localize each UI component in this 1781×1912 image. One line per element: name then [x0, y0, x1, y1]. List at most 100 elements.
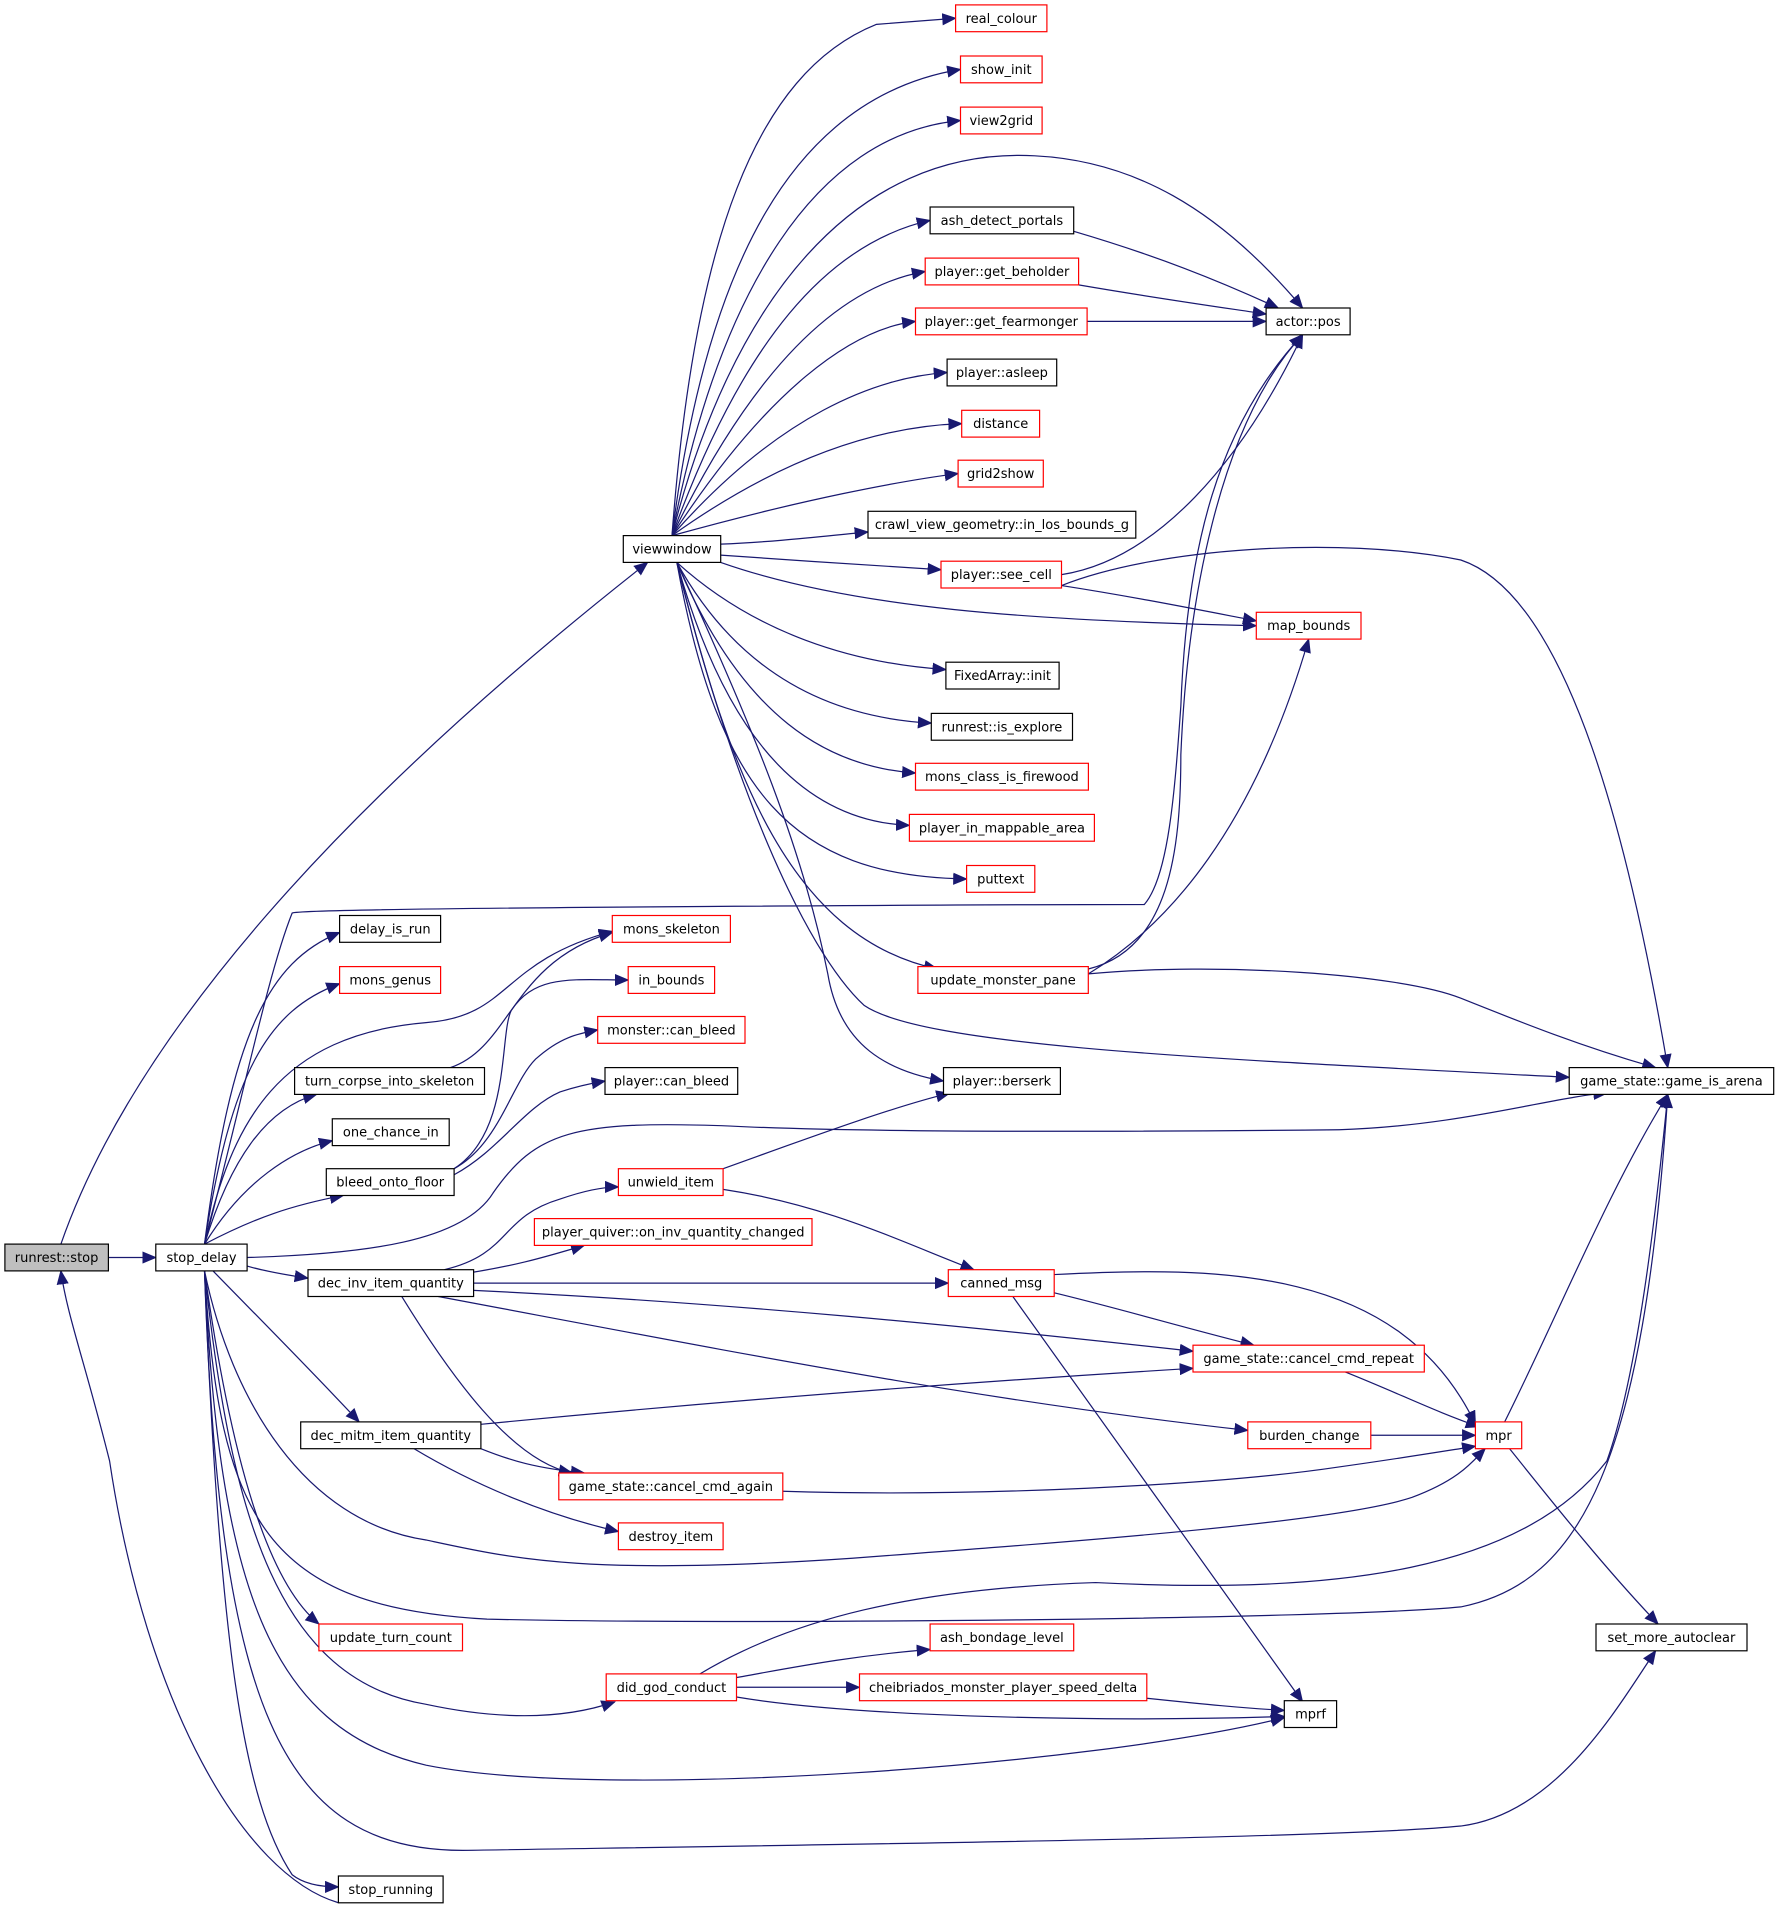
- edge-viewwindow-to-puttext: [676, 562, 968, 885]
- node-runrest_stop[interactable]: runrest::stop: [4, 1243, 110, 1272]
- edge-viewwindow-to-game_is_arena: [676, 562, 1571, 1083]
- node-bleed_onto_floor[interactable]: bleed_onto_floor: [325, 1168, 455, 1197]
- node-box: [622, 534, 722, 563]
- node-view2grid[interactable]: view2grid: [959, 106, 1043, 135]
- node-player_asleep[interactable]: player::asleep: [946, 358, 1058, 387]
- edge-viewwindow-to-distance: [671, 418, 963, 537]
- node-player_in_mappable_area[interactable]: player_in_mappable_area: [908, 813, 1096, 842]
- edge-did_god_conduct-to-game_is_arena: [699, 1093, 1673, 1675]
- node-burden_change[interactable]: burden_change: [1247, 1421, 1372, 1450]
- edge-cancel_cmd_repeat-to-mpr: [1344, 1371, 1481, 1429]
- node-actor_pos[interactable]: actor::pos: [1265, 307, 1351, 336]
- node-get_fearmonger[interactable]: player::get_fearmonger: [914, 307, 1088, 336]
- node-turn_corpse_into_skeleton[interactable]: turn_corpse_into_skeleton: [294, 1066, 486, 1095]
- node-on_inv_quantity_changed[interactable]: player_quiver::on_inv_quantity_changed: [533, 1217, 813, 1246]
- edge-viewwindow-to-fixedarray_init: [676, 561, 948, 675]
- edge-stop_delay-to-did_god_conduct: [203, 1270, 616, 1717]
- node-monster_can_bleed[interactable]: monster::can_bleed: [597, 1015, 746, 1044]
- node-in_bounds[interactable]: in_bounds: [627, 965, 716, 994]
- node-box: [965, 864, 1036, 893]
- node-label: distance: [973, 417, 1028, 432]
- node-label: player::see_cell: [951, 568, 1052, 583]
- node-mons_class_is_firewood[interactable]: mons_class_is_firewood: [914, 762, 1089, 791]
- node-box: [1568, 1066, 1775, 1095]
- node-label: cheibriados_monster_player_speed_delta: [869, 1681, 1137, 1696]
- node-mons_genus[interactable]: mons_genus: [339, 965, 442, 994]
- node-label: dec_inv_item_quantity: [318, 1277, 464, 1292]
- node-box: [604, 1066, 739, 1095]
- node-show_init[interactable]: show_init: [959, 55, 1043, 84]
- node-update_monster_pane[interactable]: update_monster_pane: [917, 965, 1089, 994]
- node-one_chance_in[interactable]: one_chance_in: [331, 1118, 450, 1147]
- node-cancel_cmd_again[interactable]: game_state::cancel_cmd_again: [558, 1472, 784, 1501]
- node-game_is_arena[interactable]: game_state::game_is_arena: [1568, 1066, 1775, 1095]
- node-puttext[interactable]: puttext: [965, 864, 1036, 893]
- edge-mpr-to-game_is_arena: [1504, 1093, 1669, 1423]
- edge-dec_inv_item_quantity-to-cancel_cmd_repeat: [473, 1289, 1195, 1356]
- node-label: bleed_onto_floor: [336, 1176, 444, 1191]
- node-label: turn_corpse_into_skeleton: [305, 1075, 474, 1090]
- node-box: [947, 1269, 1055, 1298]
- node-label: mprf: [1295, 1708, 1326, 1723]
- node-box: [339, 965, 442, 994]
- node-is_explore[interactable]: runrest::is_explore: [930, 712, 1074, 741]
- node-box: [1474, 1421, 1523, 1450]
- node-distance[interactable]: distance: [961, 409, 1041, 438]
- node-player_berserk[interactable]: player::berserk: [942, 1066, 1062, 1095]
- node-label: game_state::cancel_cmd_repeat: [1203, 1352, 1414, 1367]
- node-mons_skeleton[interactable]: mons_skeleton: [611, 914, 731, 943]
- node-label: actor::pos: [1276, 315, 1341, 330]
- node-map_bounds[interactable]: map_bounds: [1255, 611, 1362, 640]
- node-delay_is_run[interactable]: delay_is_run: [339, 914, 442, 943]
- node-cheibriados_speed_delta[interactable]: cheibriados_monster_player_speed_delta: [858, 1673, 1148, 1702]
- node-label: destroy_item: [628, 1530, 713, 1545]
- node-real_colour[interactable]: real_colour: [954, 4, 1048, 33]
- node-grid2show[interactable]: grid2show: [957, 459, 1044, 488]
- node-canned_msg[interactable]: canned_msg: [947, 1269, 1055, 1298]
- node-label: viewwindow: [632, 543, 712, 558]
- node-stop_delay[interactable]: stop_delay: [155, 1243, 248, 1272]
- edge-stop_delay-to-mons_genus: [203, 982, 341, 1245]
- node-did_god_conduct[interactable]: did_god_conduct: [605, 1673, 738, 1702]
- edge-get_beholder-to-actor_pos: [1078, 284, 1268, 319]
- node-mpr[interactable]: mpr: [1474, 1421, 1523, 1450]
- node-label: player::get_beholder: [934, 265, 1070, 280]
- edge-cheibriados_speed_delta-to-mprf: [1146, 1697, 1286, 1716]
- node-label: crawl_view_geometry::in_los_bounds_g: [875, 518, 1129, 533]
- node-label: set_more_autoclear: [1607, 1631, 1736, 1646]
- node-player_can_bleed[interactable]: player::can_bleed: [604, 1066, 739, 1095]
- node-label: update_monster_pane: [930, 974, 1075, 989]
- node-label: did_god_conduct: [617, 1681, 727, 1696]
- node-mprf[interactable]: mprf: [1283, 1700, 1338, 1729]
- node-label: player::berserk: [953, 1075, 1052, 1090]
- edge-stop_delay-to-mprf: [203, 1270, 1286, 1781]
- node-fixedarray_init[interactable]: FixedArray::init: [945, 661, 1060, 690]
- node-label: in_bounds: [638, 974, 704, 989]
- edge-update_monster_pane-to-map_bounds: [1088, 637, 1311, 975]
- node-in_los_bounds[interactable]: crawl_view_geometry::in_los_bounds_g: [867, 510, 1137, 539]
- edge-viewwindow-to-player_asleep: [671, 367, 949, 537]
- edge-stop_delay-to-mpr: [203, 1270, 1487, 1567]
- node-ash_detect_portals[interactable]: ash_detect_portals: [929, 206, 1075, 235]
- node-set_more_autoclear[interactable]: set_more_autoclear: [1595, 1623, 1748, 1652]
- node-viewwindow[interactable]: viewwindow: [622, 534, 722, 563]
- edge-viewwindow-to-in_los_bounds: [720, 527, 870, 545]
- node-box: [318, 1623, 464, 1652]
- node-box: [533, 1217, 813, 1246]
- node-box: [917, 965, 1089, 994]
- node-label: game_state::cancel_cmd_again: [569, 1480, 773, 1495]
- node-unwield_item[interactable]: unwield_item: [617, 1168, 724, 1197]
- node-dec_mitm_item_quantity[interactable]: dec_mitm_item_quantity: [300, 1421, 482, 1450]
- node-box: [307, 1269, 475, 1298]
- node-cancel_cmd_repeat[interactable]: game_state::cancel_cmd_repeat: [1192, 1344, 1425, 1373]
- node-box: [961, 409, 1041, 438]
- node-see_cell[interactable]: player::see_cell: [940, 560, 1063, 589]
- node-destroy_item[interactable]: destroy_item: [617, 1522, 724, 1551]
- node-get_beholder[interactable]: player::get_beholder: [924, 257, 1080, 286]
- node-update_turn_count[interactable]: update_turn_count: [318, 1623, 464, 1652]
- node-dec_inv_item_quantity[interactable]: dec_inv_item_quantity: [307, 1269, 475, 1298]
- node-stop_running[interactable]: stop_running: [337, 1875, 444, 1904]
- node-box: [867, 510, 1137, 539]
- node-ash_bondage_level[interactable]: ash_bondage_level: [929, 1623, 1075, 1652]
